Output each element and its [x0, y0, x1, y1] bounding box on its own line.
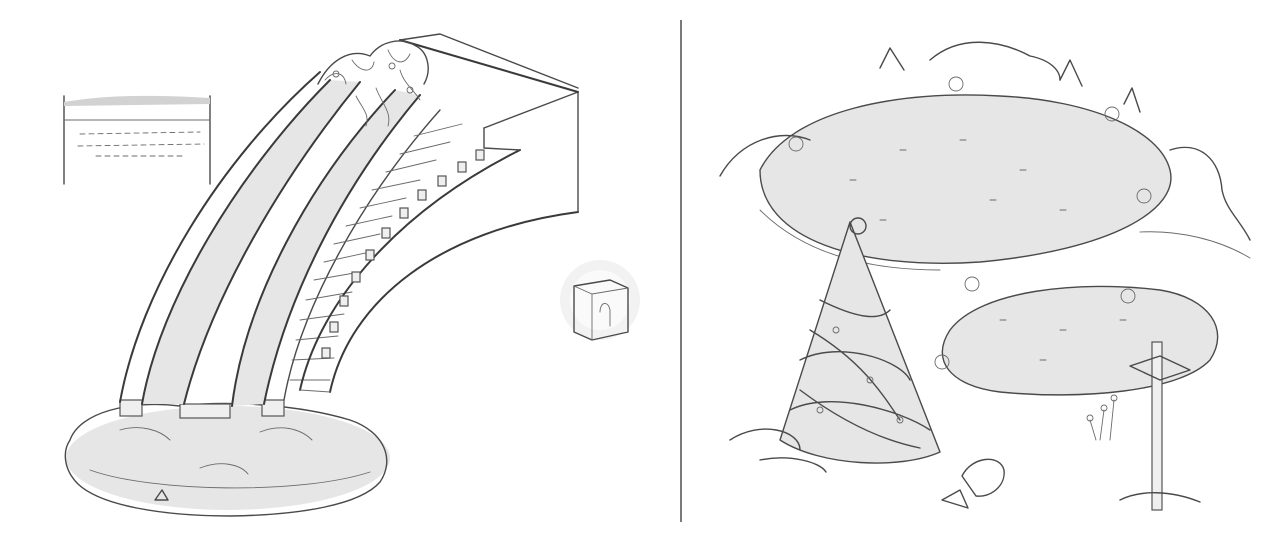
stair-base-blocks: [119, 399, 285, 419]
upper-island: [719, 41, 1251, 271]
stair-rails: [119, 71, 441, 407]
cloud-platform: [64, 402, 390, 517]
ground-rocks: [729, 428, 1005, 509]
small-plant: [1086, 394, 1118, 441]
wall-lanterns: [321, 149, 485, 359]
glowing-cube: [560, 260, 640, 341]
left-panel-staircase: [63, 33, 640, 517]
right-panel-islands: [719, 41, 1251, 511]
vine-cone-tree: [779, 217, 941, 464]
sign-post: [1119, 341, 1201, 511]
lower-island: [934, 276, 1219, 396]
top-vines: [317, 40, 429, 127]
stair-steps: [289, 123, 463, 381]
reference-window-sketch: [63, 95, 211, 185]
